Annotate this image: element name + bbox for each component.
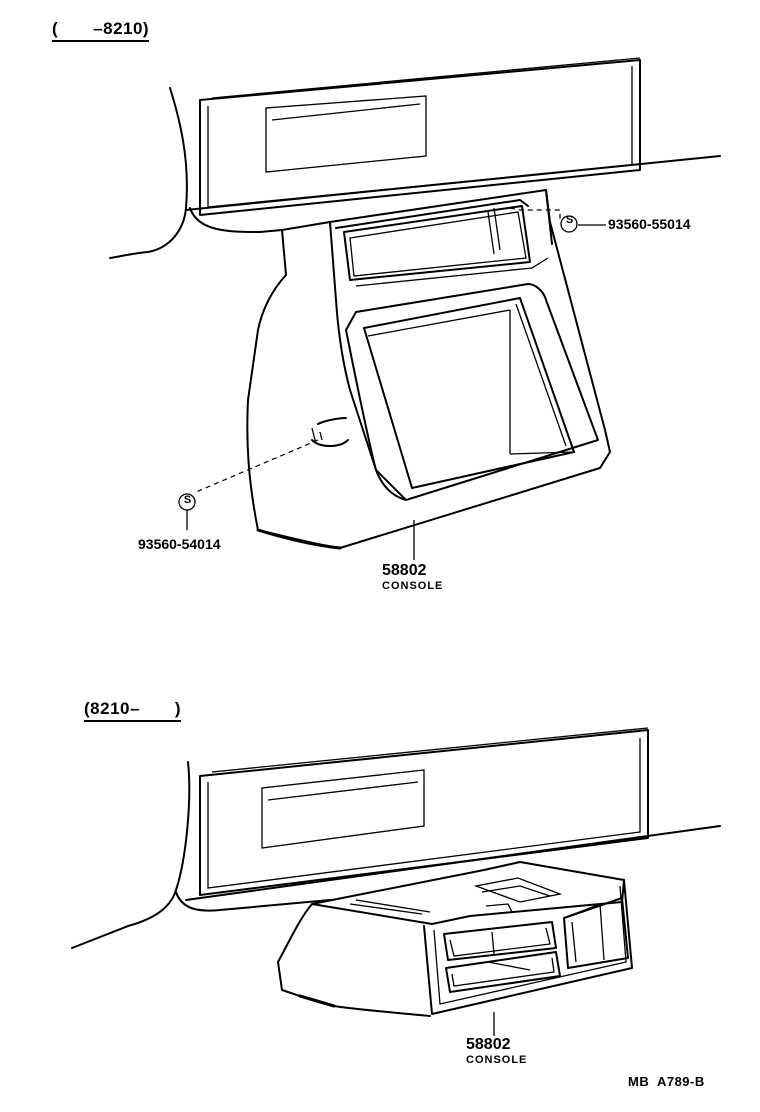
part-number-93560-55014: 93560-55014 <box>608 216 691 232</box>
part-number-93560-54014: 93560-54014 <box>138 536 221 552</box>
console-part-number-bottom: 58802 <box>466 1036 511 1053</box>
range-label-top: ( –8210) <box>52 14 150 42</box>
top-console-body <box>246 189 611 550</box>
console-part-number-top: 58802 <box>382 562 427 579</box>
bottom-console-body <box>277 861 633 1017</box>
screw-symbol-right: S <box>565 214 574 226</box>
top-dashboard-outline <box>109 57 721 259</box>
console-name-top: CONSOLE <box>382 580 444 592</box>
top-callouts <box>178 207 606 560</box>
console-name-bottom: CONSOLE <box>466 1054 528 1066</box>
bottom-dashboard-outline <box>71 727 721 949</box>
drawing-code: MB A789-B <box>628 1074 705 1089</box>
screw-symbol-left: S <box>183 494 192 506</box>
range-label-bottom: (8210– ) <box>84 694 182 722</box>
